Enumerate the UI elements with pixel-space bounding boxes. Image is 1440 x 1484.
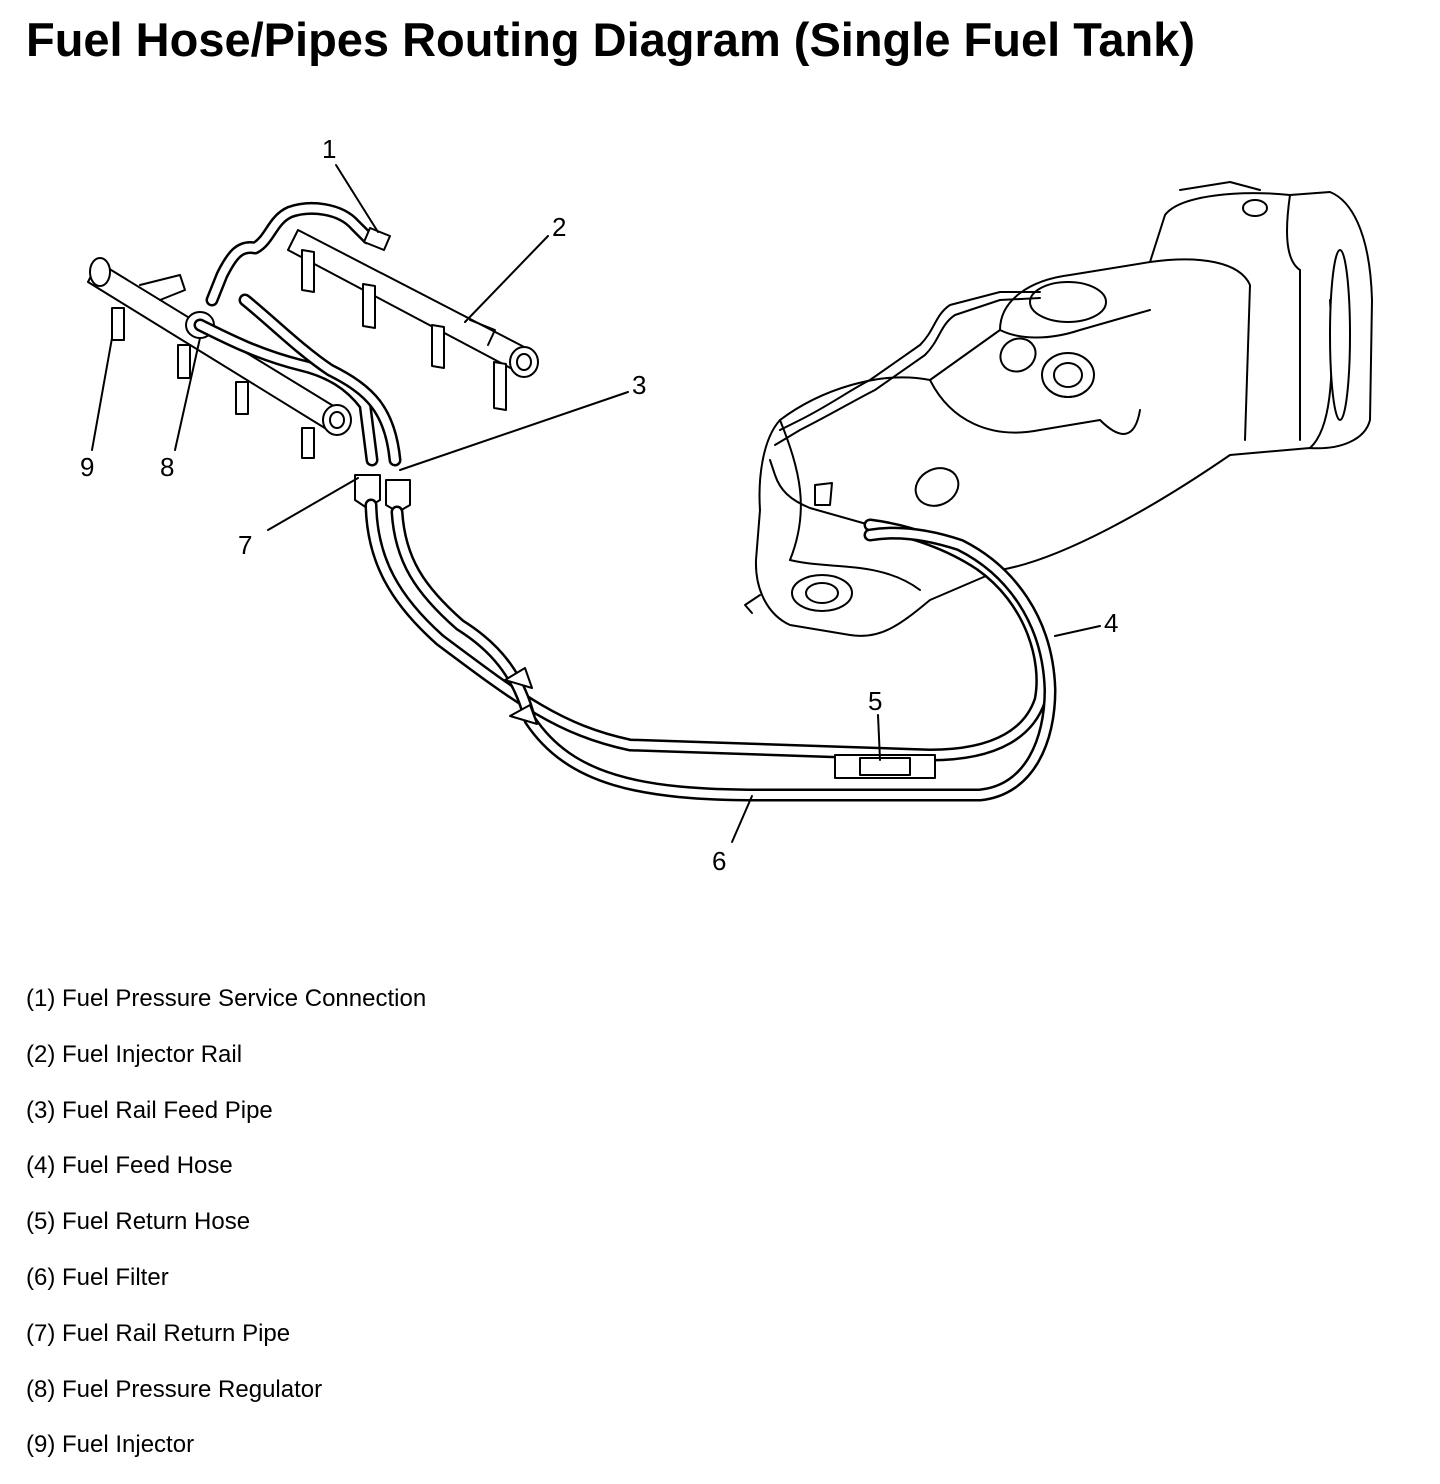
legend-item-9: (9) Fuel Injector <box>26 1431 195 1459</box>
legend-item-8: (8) Fuel Pressure Regulator <box>26 1375 323 1403</box>
legend-item-4: (4) Fuel Feed Hose <box>26 1152 233 1180</box>
legend-item-6: (6) Fuel Filter <box>26 1263 169 1291</box>
callout-2: 2 <box>552 212 566 242</box>
legend-item-5: (5) Fuel Return Hose <box>26 1208 251 1236</box>
callout-8: 8 <box>160 452 174 482</box>
parts-legend: (1) Fuel Pressure Service Connection (2)… <box>26 978 426 1480</box>
callout-5: 5 <box>868 686 882 716</box>
leader-lines <box>91 164 1101 843</box>
injector-rails <box>87 229 539 436</box>
crossover-pipes <box>205 201 391 307</box>
fuel-tank <box>744 181 1373 637</box>
callout-6: 6 <box>712 846 726 876</box>
fuel-lines <box>364 498 1057 802</box>
legend-item-3: (3) Fuel Rail Feed Pipe <box>26 1096 273 1124</box>
callout-3: 3 <box>632 370 646 400</box>
callout-9: 9 <box>80 452 94 482</box>
tank-module-lines <box>769 291 1041 526</box>
fuel-injectors <box>111 249 507 459</box>
legend-item-7: (7) Fuel Rail Return Pipe <box>26 1319 291 1347</box>
fuel-routing-diagram: 1 2 3 4 5 6 7 8 9 <box>80 134 1373 876</box>
callout-7: 7 <box>238 530 252 560</box>
diagram-title: Fuel Hose/Pipes Routing Diagram (Single … <box>26 13 1196 66</box>
legend-item-2: (2) Fuel Injector Rail <box>26 1040 243 1068</box>
rail-pipes <box>193 293 411 513</box>
legend-item-1: (1) Fuel Pressure Service Connection <box>26 985 427 1012</box>
callouts: 1 2 3 4 5 6 7 8 9 <box>80 134 1118 876</box>
callout-1: 1 <box>322 134 336 164</box>
callout-4: 4 <box>1104 608 1118 638</box>
service-connection <box>363 227 391 251</box>
